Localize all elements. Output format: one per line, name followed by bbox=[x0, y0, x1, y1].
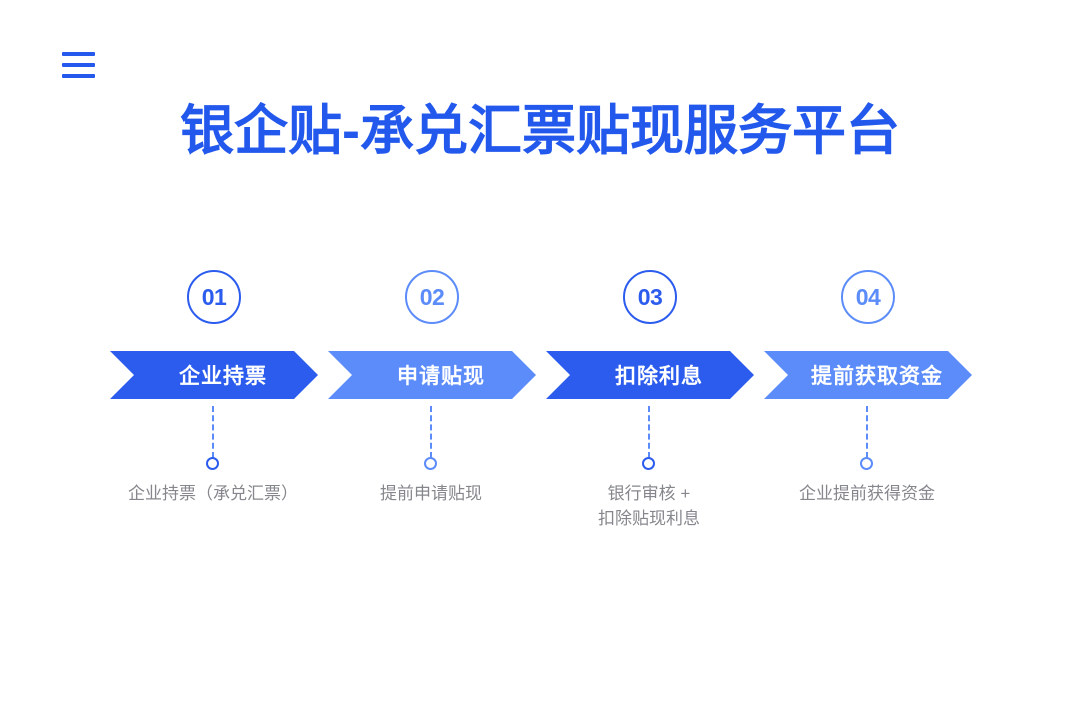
step-chevron-2[interactable]: 申请贴现 bbox=[328, 351, 536, 399]
step-chevron-1[interactable]: 企业持票 bbox=[110, 351, 318, 399]
hamburger-bar-1 bbox=[62, 52, 95, 56]
step-dot-3 bbox=[642, 457, 655, 470]
step-number-circle-4: 04 bbox=[841, 270, 895, 324]
step-connector-2 bbox=[430, 406, 432, 458]
step-connector-1 bbox=[212, 406, 214, 458]
step-caption-4: 企业提前获得资金 bbox=[799, 484, 935, 503]
step-dot-1 bbox=[206, 457, 219, 470]
step-number-circle-2: 02 bbox=[405, 270, 459, 324]
hamburger-menu-icon[interactable] bbox=[62, 48, 98, 82]
step-caption-2: 提前申请贴现 bbox=[380, 484, 482, 503]
page-title: 银企贴-承兑汇票贴现服务平台 bbox=[180, 101, 900, 161]
step-number-circle-3: 03 bbox=[623, 270, 677, 324]
step-caption-1: 企业持票（承兑汇票） bbox=[128, 484, 298, 503]
step-chevron-3[interactable]: 扣除利息 bbox=[546, 351, 754, 399]
step-connector-4 bbox=[866, 406, 868, 458]
step-dot-4 bbox=[860, 457, 873, 470]
step-chevron-4[interactable]: 提前获取资金 bbox=[764, 351, 972, 399]
hamburger-bar-2 bbox=[62, 63, 95, 67]
step-number-circle-1: 01 bbox=[187, 270, 241, 324]
step-caption-3: 银行审核 + 扣除贴现利息 bbox=[598, 484, 700, 528]
step-connector-3 bbox=[648, 406, 650, 458]
step-dot-2 bbox=[424, 457, 437, 470]
hamburger-bar-3 bbox=[62, 74, 95, 78]
